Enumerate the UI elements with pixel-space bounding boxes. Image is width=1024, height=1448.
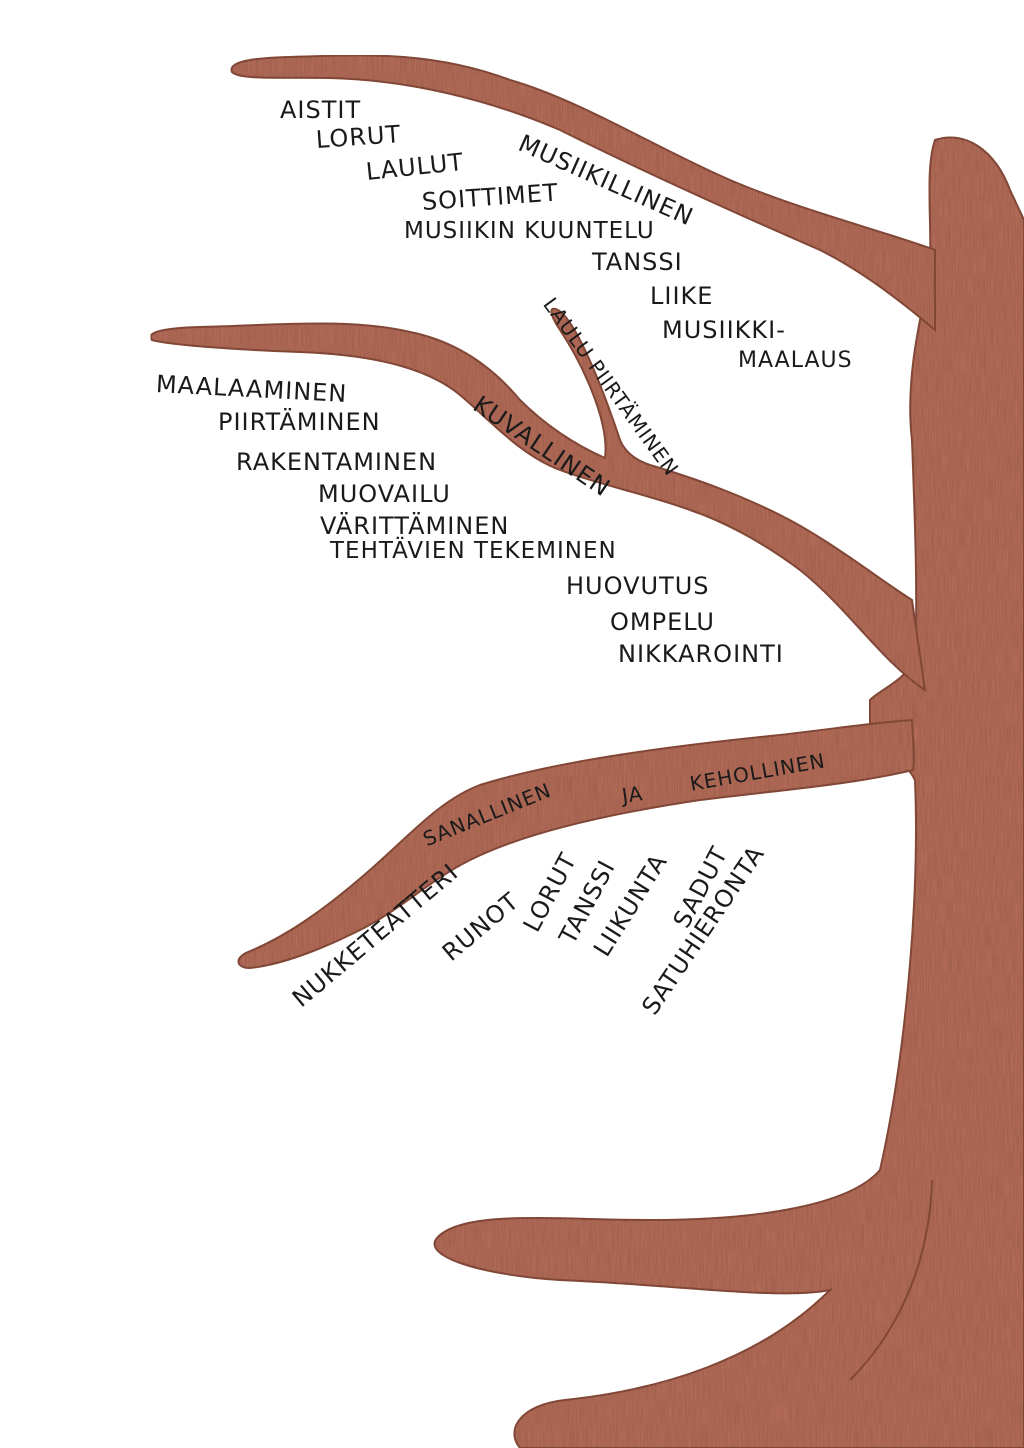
visual-item-nikkarointi: NIKKAROINTI — [618, 640, 784, 668]
music-item-liike: LIIKE — [650, 282, 714, 310]
music-item-lorut: LORUT — [315, 120, 403, 154]
visual-item-varittaminen: VÄRITTÄMINEN — [320, 512, 510, 540]
visual-item-piirtaminen: PIIRTÄMINEN — [218, 408, 381, 436]
music-item-kuuntelu: MUSIIKIN KUUNTELU — [404, 218, 655, 244]
visual-item-rakentaminen: RAKENTAMINEN — [236, 448, 438, 476]
tree-trunk — [433, 136, 1024, 1448]
music-item-tanssi: TANSSI — [592, 248, 683, 276]
visual-item-ompelu: OMPELU — [610, 608, 715, 636]
music-item-maalaus: MAALAUS — [738, 348, 853, 373]
branch-verbal — [237, 718, 915, 970]
music-item-musiikki: MUSIIKKI- — [662, 316, 786, 344]
music-item-aistit: AISTIT — [280, 96, 362, 124]
branch-music — [230, 54, 936, 333]
root-crease — [849, 1179, 933, 1381]
branch-visual — [149, 307, 927, 693]
branch-label-ja: JA — [620, 781, 645, 808]
visual-item-huovutus: HUOVUTUS — [566, 572, 710, 600]
visual-item-tehtavien: TEHTÄVIEN TEKEMINEN — [330, 538, 617, 564]
visual-item-muovailu: MUOVAILU — [318, 480, 451, 508]
